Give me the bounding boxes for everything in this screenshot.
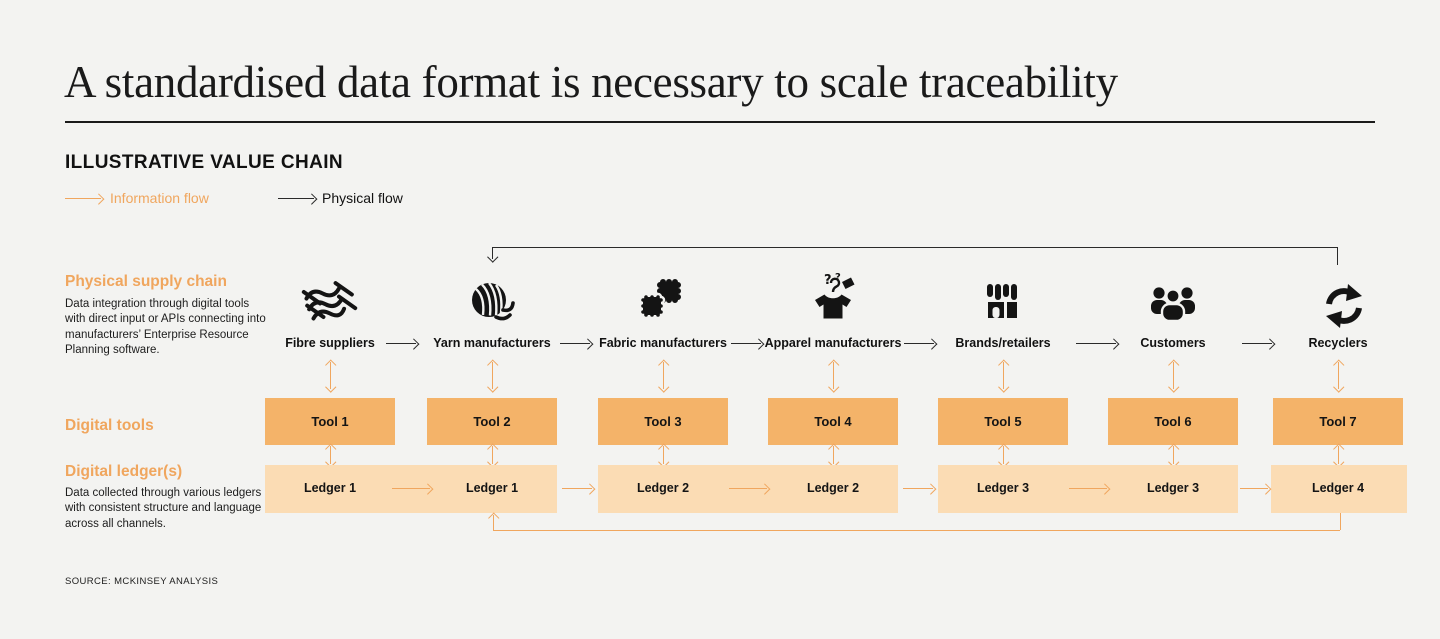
info-flow-double-arrow-icon [833,446,834,464]
ledger-flow-arrow-icon [1240,488,1268,489]
physical-flow-arrow-icon [560,343,590,344]
info-return-arrow-up-icon [493,515,494,530]
ledger-band [1271,465,1407,513]
stage-label: Fibre suppliers [285,336,375,350]
info-return-line-right [1340,513,1341,530]
info-flow-double-arrow-icon [663,362,664,389]
recycle-icon [1312,265,1376,331]
info-flow-double-arrow-icon [1173,362,1174,389]
row-heading-physical-supply-chain: Physical supply chain [65,273,227,290]
tool-box: Tool 1 [265,398,395,445]
apparel-icon: ? ? [801,265,865,331]
row-heading-digital-tools: Digital tools [65,417,154,434]
tool-box: Tool 5 [938,398,1068,445]
ledger-flow-arrow-icon [562,488,592,489]
fabric-icon [631,265,695,331]
row-description-physical-supply-chain: Data integration through digital tools w… [65,298,266,357]
page-title: A standardised data format is necessary … [64,57,1118,107]
ledger-label: Ledger 2 [636,481,690,495]
physical-return-arrow-down-icon [492,247,493,259]
physical-flow-arrow-icon [731,343,761,344]
info-flow-double-arrow-icon [663,446,664,464]
info-flow-double-arrow-icon [1338,446,1339,464]
ledger-band [598,465,898,513]
ledger-label: Ledger 3 [976,481,1030,495]
ledger-label: Ledger 1 [465,481,519,495]
information-flow-arrow-icon [65,198,101,199]
section-heading: ILLUSTRATIVE VALUE CHAIN [65,152,344,173]
ledger-label: Ledger 2 [806,481,860,495]
physical-flow-arrow-icon [1242,343,1272,344]
info-flow-double-arrow-icon [1173,446,1174,464]
ledger-label: Ledger 1 [303,481,357,495]
fibre-icon [298,265,362,331]
ledger-flow-arrow-icon [729,488,767,489]
info-flow-double-arrow-icon [330,362,331,389]
physical-return-line-top [492,247,1337,248]
tool-box: Tool 4 [768,398,898,445]
tool-box: Tool 2 [427,398,557,445]
ledger-band [938,465,1238,513]
yarn-icon [460,265,524,331]
stage-label: Yarn manufacturers [433,336,551,350]
info-flow-double-arrow-icon [1003,446,1004,464]
info-flow-double-arrow-icon [1003,362,1004,389]
storefront-icon [971,265,1035,331]
ledger-band [265,465,557,513]
info-flow-double-arrow-icon [1338,362,1339,389]
svg-text:?: ? [835,272,841,283]
info-flow-double-arrow-icon [492,446,493,464]
ledger-flow-arrow-icon [1069,488,1107,489]
physical-flow-arrow-icon [1076,343,1116,344]
title-divider [65,121,1375,123]
ledger-label: Ledger 4 [1311,481,1365,495]
tool-box: Tool 6 [1108,398,1238,445]
stage-label: Apparel manufacturers [764,336,902,350]
info-return-line-bottom [493,530,1340,531]
physical-flow-arrow-icon [386,343,416,344]
physical-flow-arrow-icon [278,198,314,199]
source-note: SOURCE: MCKINSEY ANALYSIS [65,576,219,587]
ledger-flow-arrow-icon [392,488,430,489]
legend-information-flow: Information flow [110,190,209,206]
info-flow-double-arrow-icon [492,362,493,389]
physical-flow-arrow-icon [904,343,934,344]
stage-label: Brands/retailers [955,336,1051,350]
tool-box: Tool 7 [1273,398,1403,445]
legend-physical-flow: Physical flow [322,190,403,206]
svg-text:?: ? [824,273,832,288]
ledger-flow-arrow-icon [903,488,933,489]
stage-label: Recyclers [1308,336,1368,350]
customers-icon [1141,265,1205,331]
stage-label: Fabric manufacturers [599,336,727,350]
tool-box: Tool 3 [598,398,728,445]
info-flow-double-arrow-icon [330,446,331,464]
stage-label: Customers [1140,336,1206,350]
physical-return-line-right [1337,247,1338,265]
info-flow-double-arrow-icon [833,362,834,389]
row-description-digital-ledgers: Data collected through various ledgers w… [65,487,262,530]
ledger-label: Ledger 3 [1146,481,1200,495]
row-heading-digital-ledgers: Digital ledger(s) [65,463,183,480]
